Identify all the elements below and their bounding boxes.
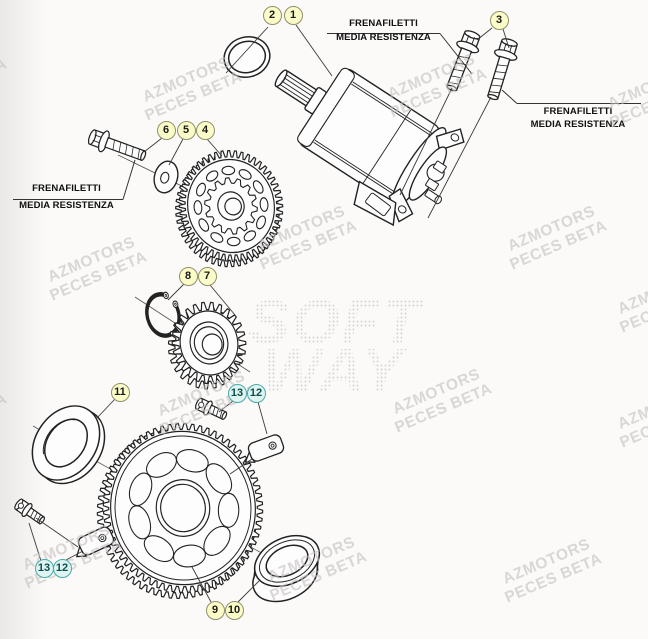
callout-number: 2 <box>268 9 276 21</box>
callout-number: 9 <box>211 604 219 616</box>
callout-number: 5 <box>182 124 190 136</box>
callout-4[interactable]: 4 <box>195 120 215 140</box>
background-logo-watermark: SOFT WAY <box>248 288 424 406</box>
callout-number: 10 <box>227 604 241 616</box>
callout-number: 11 <box>114 386 126 398</box>
idler-gear-part <box>175 149 284 268</box>
starter-clutch-gear-part <box>96 422 264 600</box>
threadlocker-label-line2: MEDIA RESISTENZA <box>530 118 626 130</box>
socket-bolt-part <box>11 496 49 529</box>
callout-number: 4 <box>201 124 209 136</box>
callout-number: 8 <box>184 270 192 282</box>
callout-9[interactable]: 9 <box>205 600 225 620</box>
callout-10[interactable]: 10 <box>224 600 244 620</box>
callout-8[interactable]: 8 <box>178 266 198 286</box>
threadlocker-label: FRENAFILETTI MEDIA RESISTENZA <box>8 184 125 210</box>
callout-3[interactable]: 3 <box>489 10 509 30</box>
callout-number: 7 <box>203 270 211 282</box>
svg-text:SOFT: SOFT <box>248 288 424 357</box>
callout-number: 12 <box>55 562 69 574</box>
callout-7[interactable]: 7 <box>197 266 217 286</box>
callout-number: 13 <box>37 562 51 574</box>
seal-ring-part <box>31 405 106 485</box>
callout-number: 6 <box>162 124 170 136</box>
motor-shaft <box>274 69 327 115</box>
socket-bolt-part <box>192 395 230 424</box>
threadlocker-label-line1: FRENAFILETTI <box>543 106 613 117</box>
callout-6[interactable]: 6 <box>156 120 176 140</box>
callout-number: 12 <box>249 387 263 399</box>
snap-ring-part <box>145 291 181 338</box>
callout-number: 13 <box>230 387 244 399</box>
threadlocker-label-line1: FRENAFILETTI <box>349 18 418 29</box>
callout-2[interactable]: 2 <box>262 5 282 25</box>
callout-12[interactable]: 12 <box>246 383 266 403</box>
threadlocker-label: FRENAFILETTI MEDIA RESISTENZA <box>327 19 440 42</box>
callout-1[interactable]: 1 <box>283 5 303 25</box>
retainer-bracket-part <box>239 432 286 466</box>
washer-part <box>153 160 179 194</box>
starter-motor-part <box>274 67 465 227</box>
callout-12[interactable]: 12 <box>52 558 72 578</box>
threadlocker-label-line1: FRENAFILETTI <box>32 183 101 194</box>
callout-leader-lines <box>28 24 510 603</box>
starter-gear-part <box>167 301 247 390</box>
callout-number: 3 <box>495 14 503 26</box>
o-ring-part <box>223 36 271 78</box>
flange-bolt-part <box>85 125 150 168</box>
callout-13[interactable]: 13 <box>227 383 247 403</box>
callout-number: 1 <box>289 9 297 21</box>
callout-5[interactable]: 5 <box>176 120 196 140</box>
threadlocker-label-line2: MEDIA RESISTENZA <box>336 31 431 43</box>
threadlocker-label: FRENAFILETTI MEDIA RESISTENZA <box>515 107 641 129</box>
svg-text:WAY: WAY <box>262 337 408 406</box>
callout-13[interactable]: 13 <box>34 558 54 578</box>
threadlocker-label-line2: MEDIA RESISTENZA <box>19 199 114 211</box>
flange-bolt-part <box>480 35 523 103</box>
callout-11[interactable]: 11 <box>110 382 130 402</box>
needle-bearing-part <box>252 534 321 603</box>
